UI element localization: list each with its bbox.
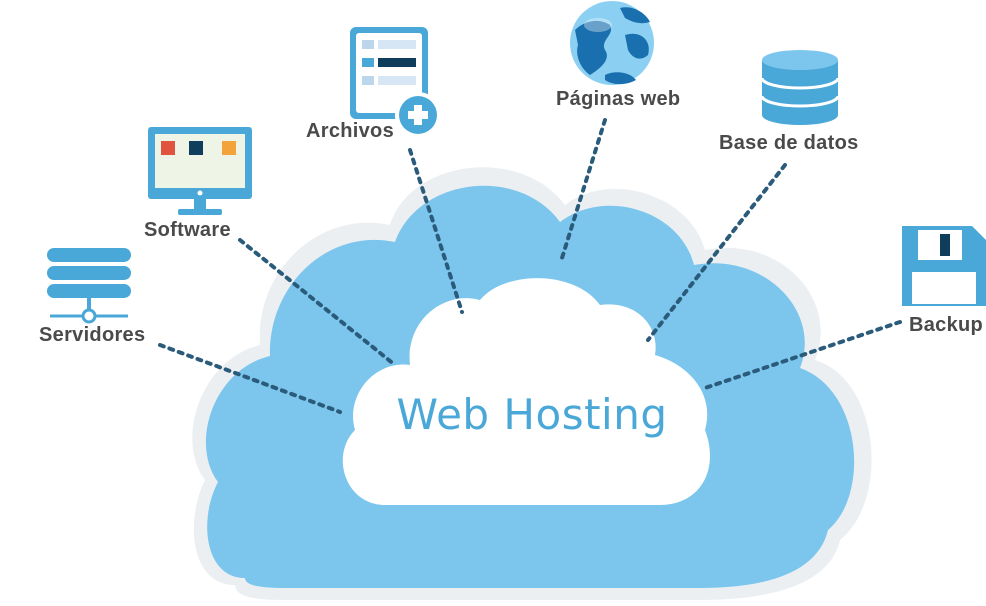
label-paginas-web: Páginas web: [553, 88, 684, 111]
label-base-de-datos: Base de datos: [716, 132, 862, 155]
label-archivos: Archivos: [303, 120, 397, 143]
floppy-disk-icon: [902, 226, 986, 306]
monitor-icon: [148, 127, 252, 215]
label-software: Software: [141, 219, 234, 242]
connector-servidores: [158, 343, 342, 414]
database-icon: [760, 50, 840, 125]
connector-paginas-web: [560, 118, 607, 260]
document-add-icon: [350, 27, 441, 138]
server-icon: [47, 248, 131, 324]
label-servidores: Servidores: [36, 324, 149, 347]
globe-icon: [570, 1, 654, 85]
connectors: [158, 118, 902, 414]
connector-base-de-datos: [646, 163, 787, 342]
label-backup: Backup: [906, 314, 986, 337]
center-title: Web Hosting: [396, 390, 668, 439]
connector-backup: [703, 320, 902, 390]
inner-cloud: [342, 278, 710, 505]
connector-software: [238, 238, 397, 367]
connector-archivos: [408, 148, 464, 314]
